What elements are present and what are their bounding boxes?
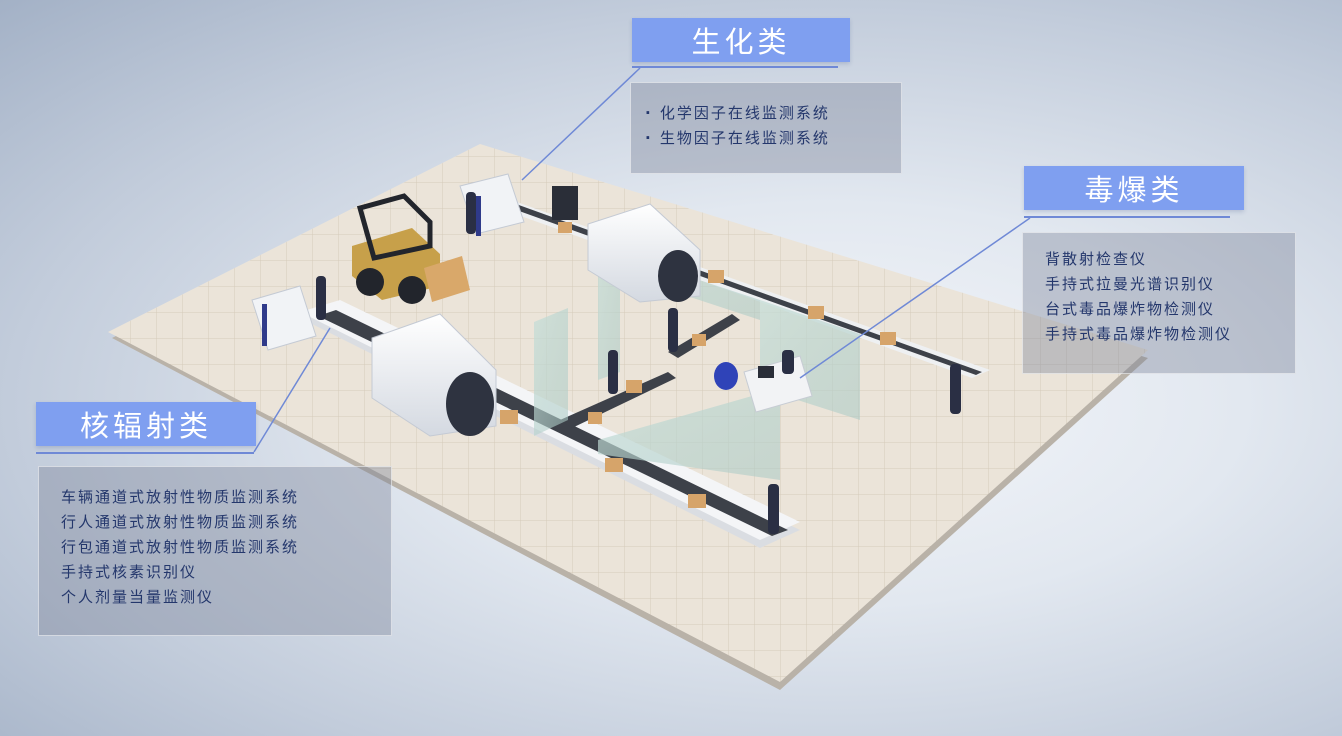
explosive-category-title: 毒爆类 — [1024, 166, 1244, 210]
list-item: 行包通道式放射性物质监测系统 — [61, 538, 300, 556]
list-item: 背散射检查仪 — [1045, 250, 1148, 268]
list-item: 台式毒品爆炸物检测仪 — [1045, 300, 1216, 318]
xray-scanner — [587, 203, 701, 303]
biochem-item-list: 化学因子在线监测系统 生物因子在线监测系统 — [630, 82, 902, 174]
list-item: 车辆通道式放射性物质监测系统 — [61, 488, 300, 506]
list-item: 化学因子在线监测系统 — [645, 101, 887, 126]
explosive-title-underline — [1024, 216, 1230, 218]
list-item: 生物因子在线监测系统 — [645, 126, 887, 151]
inspection-desk — [714, 355, 813, 413]
nuclear-title-underline — [36, 452, 254, 454]
inspection-gate — [251, 173, 578, 351]
explosive-item-list: 背散射检查仪 手持式拉曼光谱识别仪 台式毒品爆炸物检测仪 手持式毒品爆炸物检测仪 — [1022, 232, 1296, 374]
list-item: 行人通道式放射性物质监测系统 — [61, 513, 300, 531]
biochem-category-title: 生化类 — [632, 18, 850, 62]
xray-scanner — [371, 313, 497, 437]
nuclear-item-list: 车辆通道式放射性物质监测系统 行人通道式放射性物质监测系统 行包通道式放射性物质… — [38, 466, 392, 636]
parcels — [500, 222, 896, 508]
leader-lines — [253, 67, 1031, 453]
list-item: 手持式毒品爆炸物检测仪 — [1045, 325, 1233, 343]
biochem-title-underline — [632, 66, 838, 68]
staff — [316, 192, 961, 534]
nuclear-category-title: 核辐射类 — [36, 402, 256, 446]
forklift — [352, 193, 470, 304]
list-item: 个人剂量当量监测仪 — [61, 588, 215, 606]
list-item: 手持式核素识别仪 — [61, 563, 198, 581]
list-item: 手持式拉曼光谱识别仪 — [1045, 275, 1216, 293]
